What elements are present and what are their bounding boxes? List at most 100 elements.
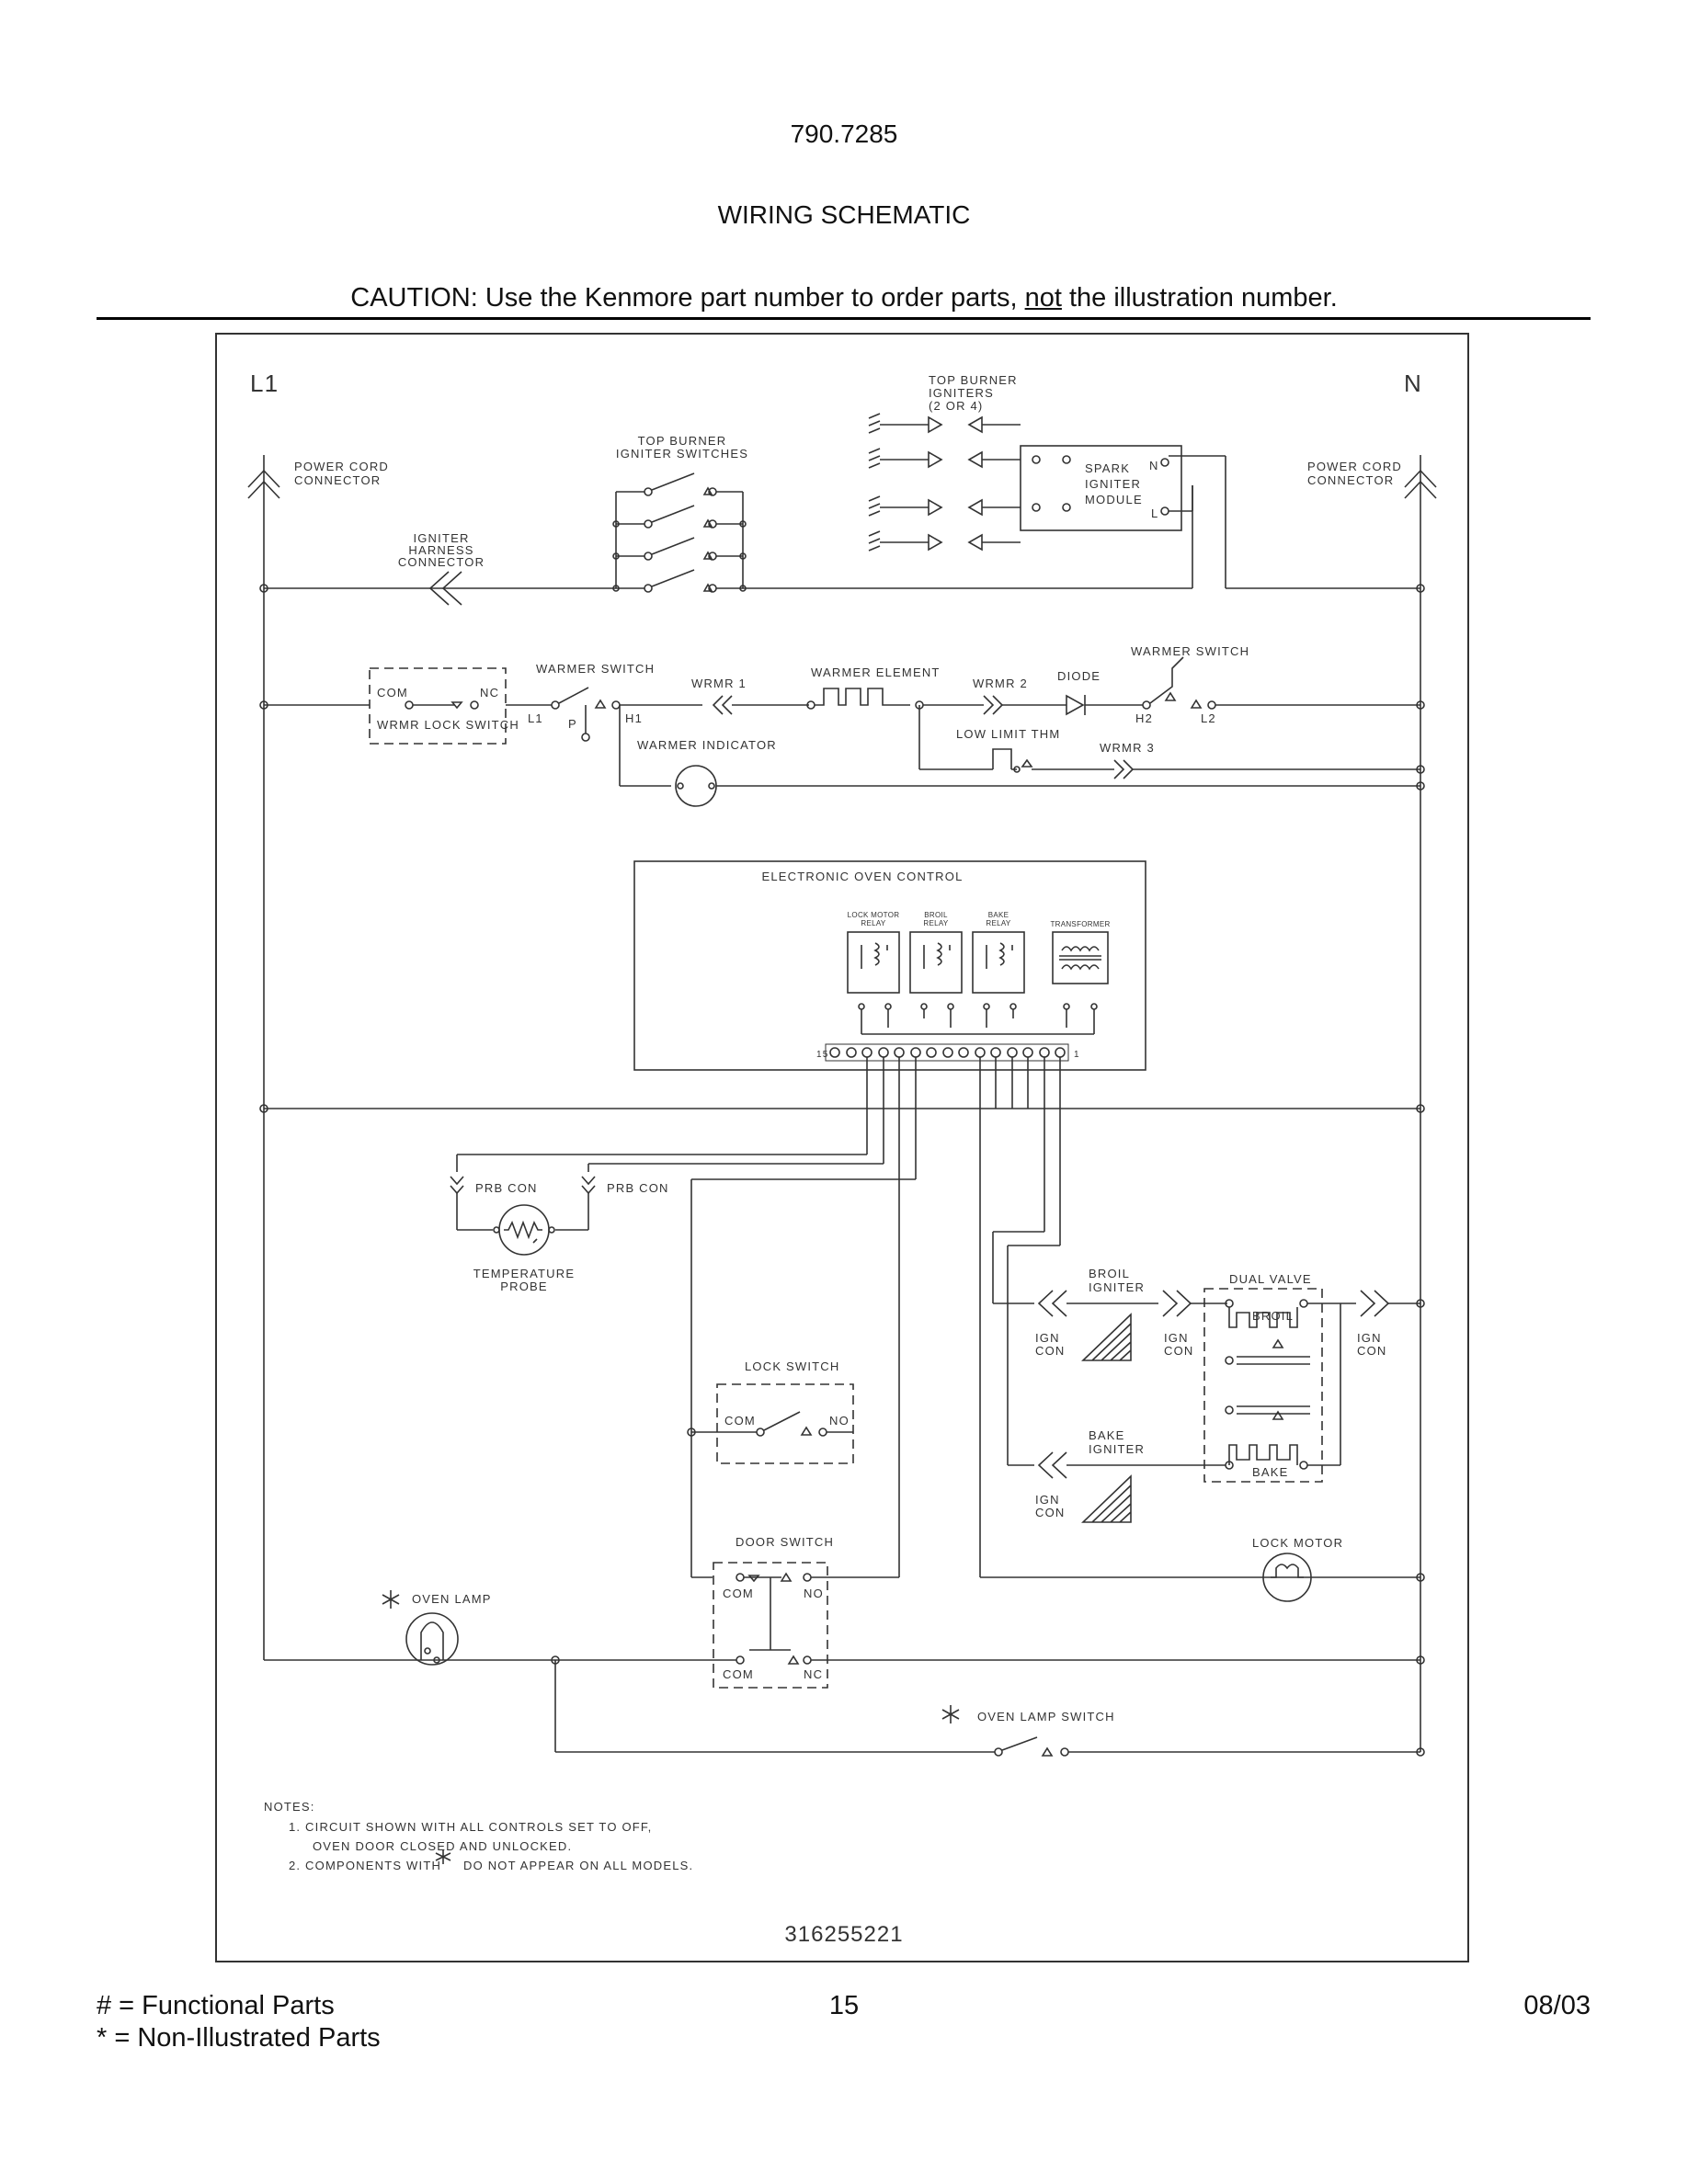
temperature-probe-line1: TEMPERATURE [473,1267,575,1280]
spark-module-l: L [1151,506,1158,520]
caution-notice: CAUTION: Use the Kenmore part number to … [0,283,1688,313]
warmer-switch-right-label: WARMER SWITCH [1131,644,1249,658]
drawing-number: 316255221 [784,1922,903,1947]
caution-suffix: the illustration number. [1061,283,1338,313]
rail-l1-label: L1 [250,370,279,397]
broil-ign-con-mid-line2: CON [1164,1344,1194,1358]
page-title: WIRING SCHEMATIC [717,200,971,229]
n-connector-icon [1404,469,1437,499]
prb-con-left-icon [450,1176,464,1195]
asterisk-icon-lamp-switch [941,1705,960,1723]
l1-connector-icon [247,469,280,499]
prb-con-right-icon [581,1176,596,1195]
warmer-switch-l2: L2 [1201,711,1216,725]
igniter-harness-connector-icon [428,571,462,606]
oven-lamp-switch-label: OVEN LAMP SWITCH [977,1710,1115,1723]
dual-valve [1203,1288,1323,1483]
terminal-15-label: 15 [816,1050,829,1060]
warmer-element-icon [815,688,910,706]
valve-ign-con-line1: IGN [1357,1331,1382,1345]
asterisk-icon [382,1590,400,1609]
power-cord-connector-right-line1: POWER CORD [1307,460,1402,473]
warmer-indicator-lamp [675,765,717,807]
top-burner-igniter-switches [612,472,747,593]
igniter-harness-line2: HARNESS [408,543,473,557]
transformer-label: TRANSFORMER [1050,920,1110,928]
diode-icon [1066,694,1086,716]
door-switch-com-bottom: COM [723,1667,754,1681]
low-limit-thm-label: LOW LIMIT THM [956,727,1060,741]
bake-relay-line2: RELAY [986,919,1011,927]
lock-motor-relay-line2: RELAY [861,919,886,927]
spark-module-line2: IGNITER [1085,477,1141,491]
warmer-element-label: WARMER ELEMENT [811,665,941,679]
terminal-strip [825,1043,1069,1062]
power-cord-connector-left-line1: POWER CORD [294,460,389,473]
bake-ign-con-line2: CON [1035,1506,1066,1519]
lock-switch-no: NO [829,1414,850,1428]
lock-switch [716,1383,854,1464]
top-burner-igniters-line2: IGNITERS [929,386,994,400]
valve-ign-con-line2: CON [1357,1344,1387,1358]
header-rule [97,317,1591,320]
bake-ign-con-line1: IGN [1035,1493,1060,1507]
revision-date: 08/03 [1523,1991,1591,2020]
top-burner-igniters [868,413,1021,552]
oven-lamp [405,1612,459,1666]
broil-relay [909,931,963,1010]
prb-con-right-label: PRB CON [607,1181,669,1195]
schematic-frame [215,333,1469,1962]
door-switch-label: DOOR SWITCH [736,1535,834,1549]
note-1-line2: OVEN DOOR CLOSED AND UNLOCKED. [313,1839,572,1853]
warmer-switch-p: P [568,717,577,731]
dual-valve-bake: BAKE [1252,1465,1288,1479]
dual-valve-label: DUAL VALVE [1229,1272,1312,1286]
broil-igniter-line2: IGNITER [1089,1280,1145,1294]
caution-prefix: CAUTION: Use the Kenmore part number to … [350,283,1025,313]
wrmr2-connector-icon [983,695,1004,715]
note-2-part1: 2. COMPONENTS WITH [289,1859,441,1872]
wrmr3-label: WRMR 3 [1100,741,1155,755]
temperature-probe [498,1204,550,1256]
wrmr-lock-nc: NC [480,686,499,700]
broil-relay-line2: RELAY [923,919,949,927]
wrmr2-label: WRMR 2 [973,677,1028,690]
eoc-label: ELECTRONIC OVEN CONTROL [761,870,963,883]
legend-non-illustrated-parts: * = Non-Illustrated Parts [97,2023,381,2053]
bake-igniter-line1: BAKE [1089,1428,1124,1442]
page-number: 15 [828,1991,860,2020]
caution-emphasis: not [1024,283,1062,313]
asterisk-icon-notes [435,1849,451,1864]
broil-igniter-line1: BROIL [1089,1267,1130,1280]
top-burner-switches-line1: TOP BURNER [638,434,727,448]
igniter-harness-line1: IGNITER [413,531,469,545]
warmer-indicator-label: WARMER INDICATOR [637,738,777,752]
bake-igniter-line2: IGNITER [1089,1442,1145,1456]
spark-module-n: N [1149,459,1159,472]
power-cord-connector-left-line2: CONNECTOR [294,473,381,487]
spark-module-line3: MODULE [1085,493,1143,506]
door-switch-no: NO [804,1587,824,1600]
bake-igniter-icon [1081,1474,1132,1523]
wrmr-lock-switch [369,667,507,745]
lock-motor [1262,1553,1312,1602]
lock-motor-relay-line1: LOCK MOTOR [848,911,900,919]
lock-motor-label: LOCK MOTOR [1252,1536,1343,1550]
wrmr-lock-switch-label: WRMR LOCK SWITCH [377,718,519,732]
dual-valve-broil: BROIL [1252,1309,1294,1323]
broil-ign-con-left-line1: IGN [1035,1331,1060,1345]
bake-relay-line1: BAKE [988,911,1009,919]
broil-ign-con-left-icon [1037,1290,1067,1317]
door-switch-com-top: COM [723,1587,754,1600]
legend-functional-parts: # = Functional Parts [97,1991,335,2020]
spark-module-line1: SPARK [1085,461,1130,475]
rail-n-label: N [1404,370,1422,397]
wrmr3-connector-icon [1113,759,1135,779]
broil-igniter-icon [1081,1313,1132,1361]
broil-ign-con-mid-line1: IGN [1164,1331,1189,1345]
electronic-oven-control [633,860,1146,1071]
lock-motor-relay [847,931,900,1010]
temperature-probe-line2: PROBE [500,1280,548,1293]
door-switch [713,1562,828,1689]
broil-relay-line1: BROIL [924,911,948,919]
